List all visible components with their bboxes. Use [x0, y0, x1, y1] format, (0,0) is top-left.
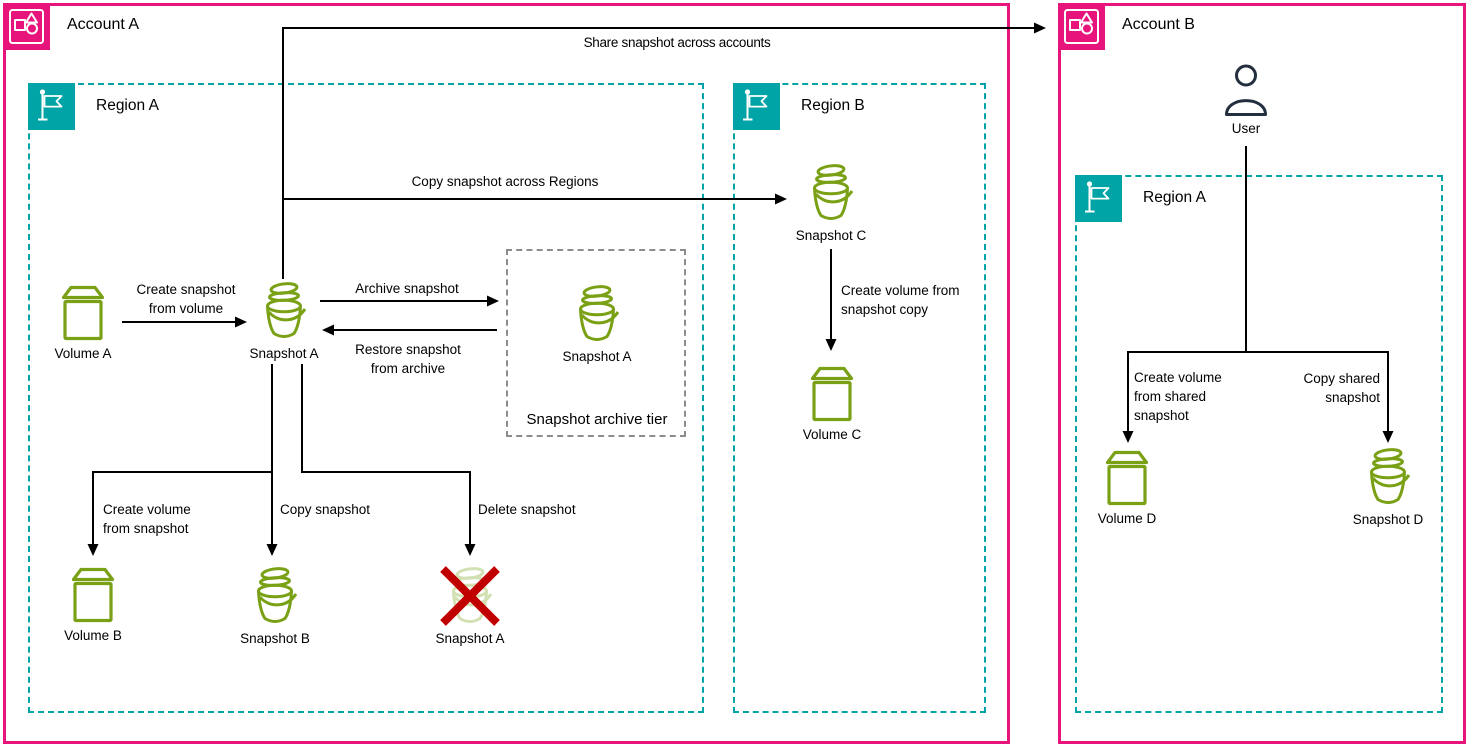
account-icon — [3, 3, 50, 50]
node-volume-c: Volume C — [762, 365, 902, 442]
user-label: User — [1231, 121, 1261, 136]
account-a-box — [3, 3, 1010, 744]
volume-icon — [1105, 449, 1149, 507]
account-b-region-a-label: Region A — [1143, 189, 1206, 206]
edge-copy-snapshot-across-regions-label: Copy snapshot across Regions — [411, 174, 599, 189]
account-b-region-a-box — [1075, 175, 1443, 713]
edge-create-snapshot-from-volume-label: Create snapshot from volume — [136, 282, 236, 316]
volume-d-label: Volume D — [1097, 511, 1157, 526]
region-a-label: Region A — [96, 97, 159, 114]
edge-share-snapshot-across-accounts-label: Share snapshot across accounts — [583, 35, 771, 50]
edge-create-volume-from-shared-snapshot-label: Create volume from shared snapshot — [1134, 370, 1222, 423]
edge-create-volume-from-snapshot-label: Create volume from snapshot — [103, 502, 191, 536]
snapshot-b-label: Snapshot B — [240, 631, 310, 646]
node-snapshot-d: Snapshot D — [1318, 446, 1458, 527]
node-snapshot-a-archived: Snapshot A — [527, 283, 667, 364]
edge-copy-snapshot-label: Copy snapshot — [280, 502, 371, 517]
node-volume-b: Volume B — [23, 566, 163, 643]
snapshot-icon — [261, 280, 307, 342]
node-snapshot-a-deleted: Snapshot A — [400, 565, 540, 646]
deleted-snapshot-a-label: Snapshot A — [435, 631, 505, 646]
snapshot-icon — [1365, 446, 1411, 508]
snapshot-icon — [808, 162, 854, 224]
edge-copy-shared-snapshot-label: Copy shared snapshot — [1303, 371, 1380, 405]
account-b-box — [1058, 3, 1466, 744]
snapshot-icon — [252, 565, 298, 627]
node-volume-a: Volume A — [13, 284, 153, 361]
region-b-label: Region B — [801, 97, 865, 114]
edge-create-volume-from-snapshot-copy-label: Create volume from snapshot copy — [841, 283, 960, 317]
volume-a-label: Volume A — [54, 346, 112, 361]
edge-archive-snapshot-label: Archive snapshot — [355, 281, 459, 296]
account-icon — [1058, 3, 1105, 50]
account-b-label: Account B — [1122, 16, 1195, 33]
node-snapshot-b: Snapshot B — [205, 565, 345, 646]
edge-delete-snapshot-label: Delete snapshot — [478, 502, 576, 517]
node-snapshot-a: Snapshot A — [214, 280, 354, 361]
volume-b-label: Volume B — [64, 628, 122, 643]
snapshot-archive-tier-label: Snapshot archive tier — [526, 411, 668, 428]
region-icon — [28, 83, 75, 130]
region-icon — [733, 83, 780, 130]
delete-x-icon — [437, 563, 503, 629]
account-a-label: Account A — [67, 16, 140, 33]
snapshot-a-label: Snapshot A — [249, 346, 319, 361]
region-icon — [1075, 175, 1122, 222]
node-user: User — [1176, 63, 1316, 136]
volume-icon — [61, 284, 105, 342]
user-icon — [1222, 63, 1270, 117]
snapshot-d-label: Snapshot D — [1352, 512, 1424, 527]
snapshot-c-label: Snapshot C — [795, 228, 867, 243]
archived-snapshot-a-label: Snapshot A — [562, 349, 632, 364]
edge-restore-snapshot-from-archive-label: Restore snapshot from archive — [355, 342, 461, 376]
volume-icon — [71, 566, 115, 624]
node-snapshot-c: Snapshot C — [761, 162, 901, 243]
snapshot-icon — [574, 283, 620, 345]
node-volume-d: Volume D — [1057, 449, 1197, 526]
volume-icon — [810, 365, 854, 423]
volume-c-label: Volume C — [802, 427, 862, 442]
